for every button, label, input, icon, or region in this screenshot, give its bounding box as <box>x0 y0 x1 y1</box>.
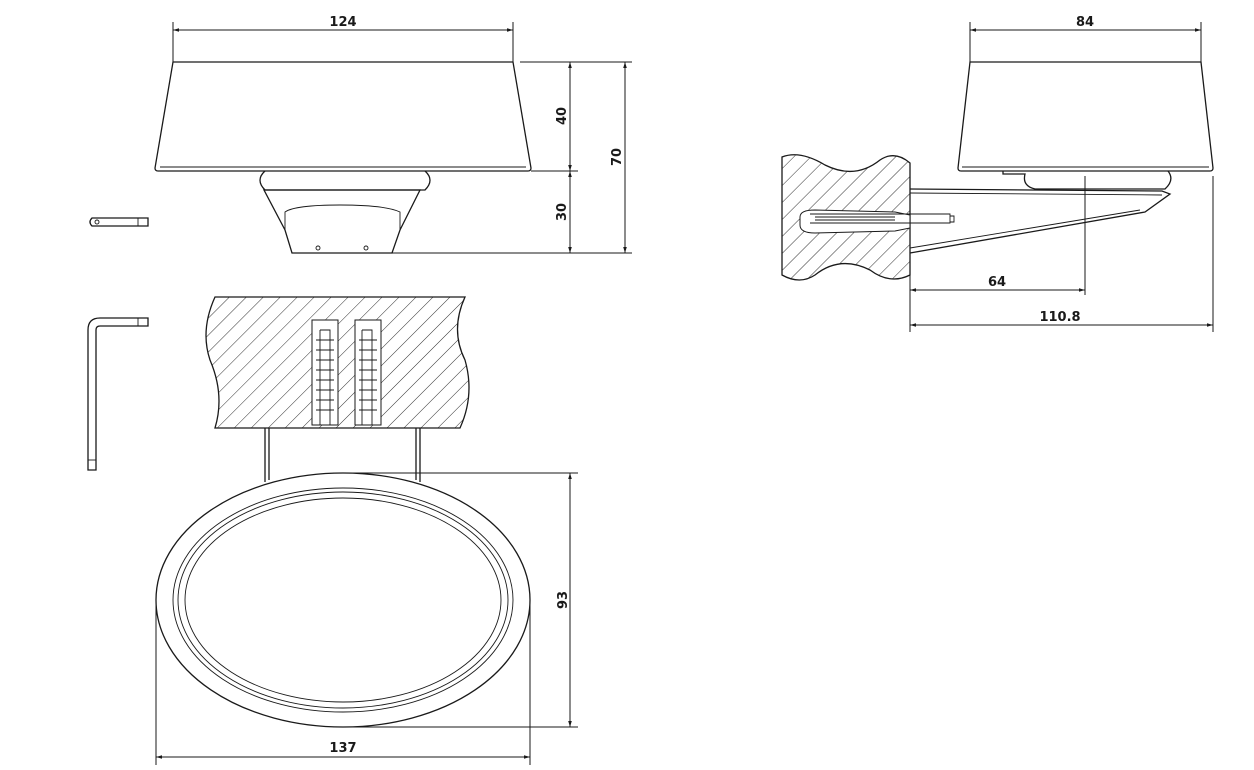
dim-110-8-label: 110.8 <box>1039 310 1080 325</box>
front-view <box>154 61 532 254</box>
side-view <box>781 61 1214 281</box>
dimension-side-depths: 64 110.8 <box>909 176 1214 332</box>
dimension-width: 137 <box>155 600 531 765</box>
dim-30-label: 30 <box>555 203 570 221</box>
soap-dish-top-view <box>155 472 531 728</box>
dim-70-label: 70 <box>610 148 625 166</box>
dim-124-label: 124 <box>329 15 356 30</box>
dim-93-label: 93 <box>556 591 571 609</box>
dim-64-label: 64 <box>988 275 1006 290</box>
dim-40-label: 40 <box>555 107 570 125</box>
dimension-heights: 40 30 70 <box>392 61 632 254</box>
dim-137-label: 137 <box>329 741 356 756</box>
dimension-width-top: 124 <box>172 15 514 62</box>
hex-screw <box>89 217 149 227</box>
dimension-depth: 93 <box>343 472 578 728</box>
dimension-side-width: 84 <box>969 15 1202 62</box>
wall-section <box>205 296 470 429</box>
wall-anchor-screws <box>316 329 377 425</box>
dim-84-label: 84 <box>1076 15 1094 30</box>
allen-key <box>87 317 149 471</box>
